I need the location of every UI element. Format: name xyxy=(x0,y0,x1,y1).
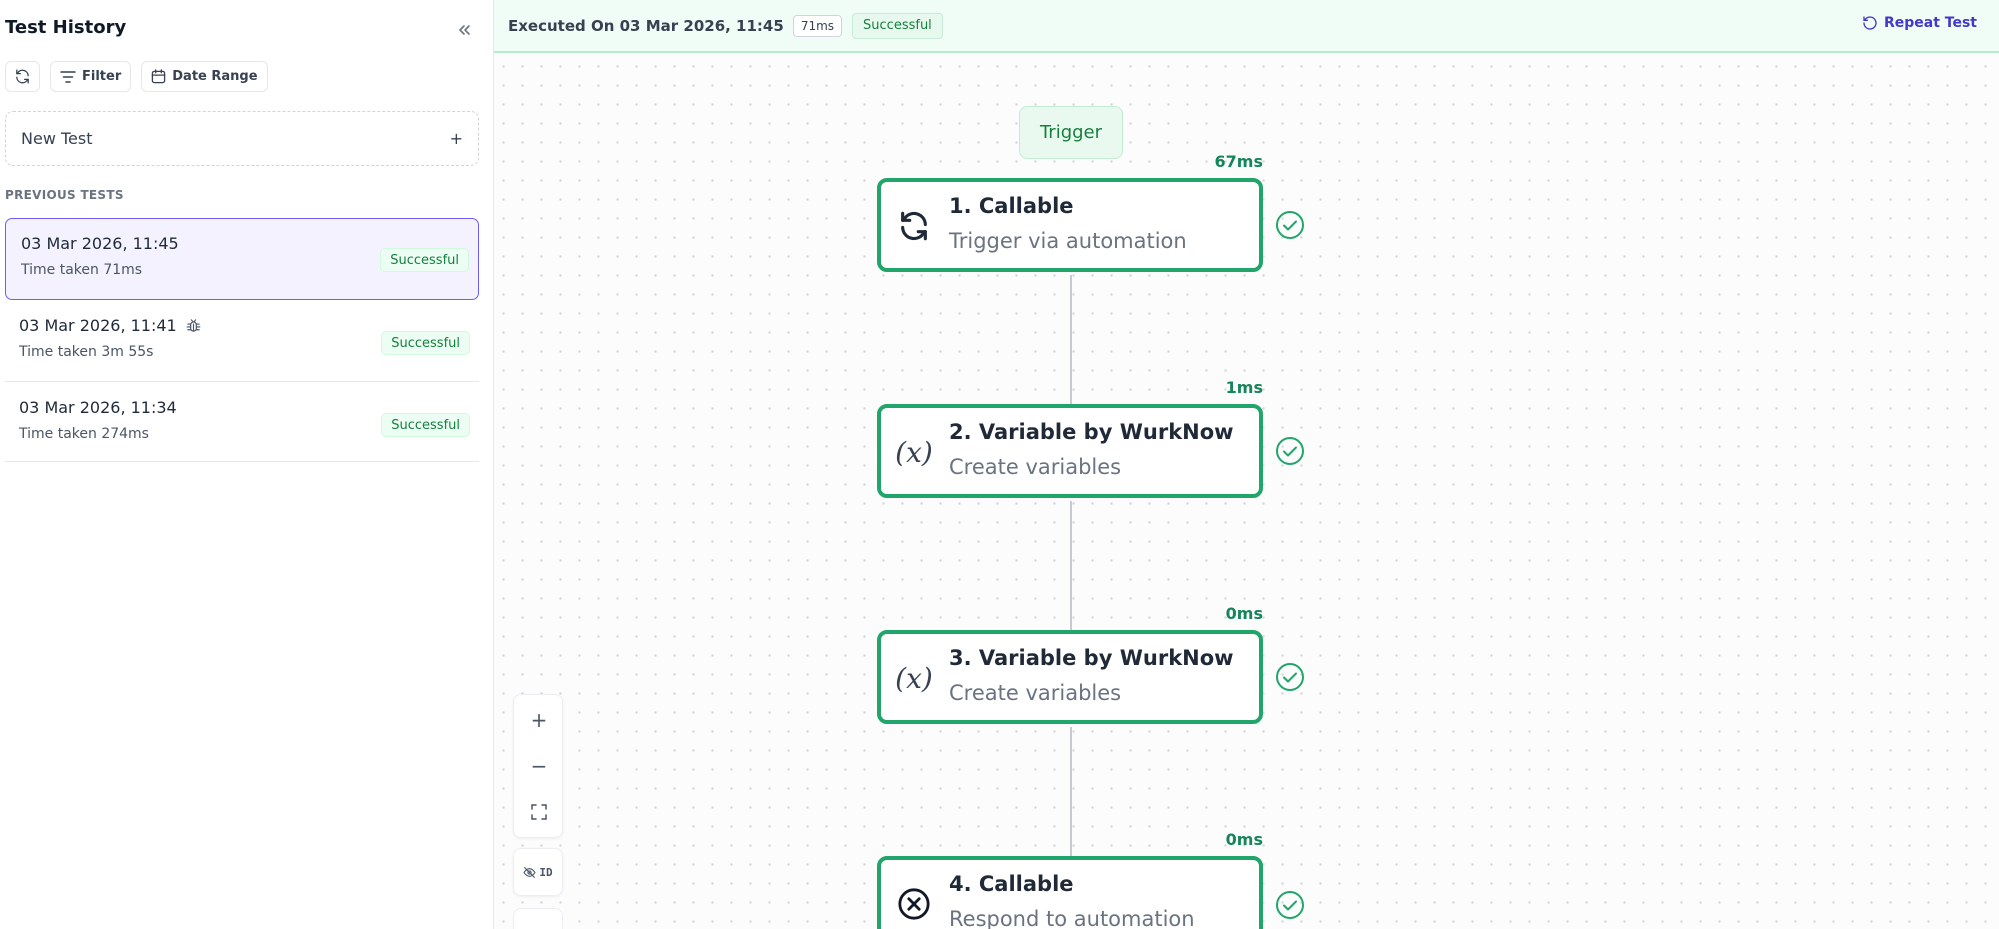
node-duration: 0ms xyxy=(1225,830,1263,849)
test-date-text: 03 Mar 2026, 11:45 xyxy=(21,234,179,253)
zoom-out-button[interactable]: − xyxy=(530,754,548,778)
canvas-extra-control[interactable] xyxy=(513,908,563,929)
test-date: 03 Mar 2026, 11:45 xyxy=(21,234,464,253)
close-circle-icon xyxy=(897,887,931,921)
fit-view-button[interactable] xyxy=(514,789,564,835)
workflow-node[interactable]: 1. Callable Trigger via automation xyxy=(877,178,1263,272)
refresh-icon xyxy=(897,209,931,243)
new-test-button[interactable]: New Test + xyxy=(5,111,479,166)
sidebar-toolbar: Filter Date Range xyxy=(5,61,268,92)
status-badge: Successful xyxy=(381,331,470,355)
eye-off-icon xyxy=(523,866,536,878)
filter-lines-icon xyxy=(60,70,76,83)
variable-icon: (x) xyxy=(895,661,933,695)
repeat-test-button[interactable]: Repeat Test xyxy=(1862,15,1977,31)
test-list-item[interactable]: 03 Mar 2026, 11:34 Time taken 274ms Succ… xyxy=(5,382,479,462)
trigger-node[interactable]: Trigger xyxy=(1019,106,1123,159)
test-history-sidebar: Test History Filter Date Range New Test … xyxy=(0,0,494,929)
status-badge: Successful xyxy=(381,413,470,437)
zoom-in-button[interactable]: + xyxy=(530,708,548,732)
test-time-taken: Time taken 3m 55s xyxy=(19,344,154,360)
node-subtitle: Create variables xyxy=(949,681,1122,705)
sidebar-title: Test History xyxy=(5,17,127,38)
test-date-text: 03 Mar 2026, 11:34 xyxy=(19,398,177,417)
workflow-node[interactable]: 4. Callable Respond to automation xyxy=(877,856,1263,929)
date-range-button[interactable]: Date Range xyxy=(141,61,268,92)
previous-tests-heading: PREVIOUS TESTS xyxy=(5,188,124,202)
node-connector xyxy=(1070,501,1072,631)
node-title: 2. Variable by WurkNow xyxy=(949,420,1234,444)
repeat-test-label: Repeat Test xyxy=(1883,15,1977,31)
check-circle-icon xyxy=(1274,209,1306,241)
test-date: 03 Mar 2026, 11:34 xyxy=(19,398,465,417)
fullscreen-icon xyxy=(531,804,547,820)
check-circle-icon xyxy=(1274,435,1306,467)
bug-icon xyxy=(186,319,201,332)
rotate-ccw-icon xyxy=(1863,16,1877,30)
refresh-button[interactable] xyxy=(5,61,40,92)
workflow-node[interactable]: (x) 2. Variable by WurkNow Create variab… xyxy=(877,404,1263,498)
node-connector xyxy=(1070,275,1072,405)
executed-on-label: Executed On 03 Mar 2026, 11:45 xyxy=(508,16,784,35)
test-date: 03 Mar 2026, 11:41 xyxy=(19,316,465,335)
test-date-text: 03 Mar 2026, 11:41 xyxy=(19,316,177,335)
filter-button[interactable]: Filter xyxy=(50,61,132,92)
check-circle-icon xyxy=(1274,889,1306,921)
test-time-taken: Time taken 71ms xyxy=(21,262,143,278)
collapse-sidebar-button[interactable] xyxy=(452,18,476,42)
filter-label: Filter xyxy=(82,69,122,84)
node-duration: 67ms xyxy=(1214,152,1263,171)
chevrons-left-icon xyxy=(459,25,470,35)
node-subtitle: Trigger via automation xyxy=(949,229,1187,253)
status-badge: Successful xyxy=(380,248,469,272)
new-test-label: New Test xyxy=(21,129,93,148)
workflow-canvas[interactable]: Executed On 03 Mar 2026, 11:45 71ms Succ… xyxy=(494,0,1999,929)
status-badge: Successful xyxy=(852,12,943,39)
node-subtitle: Create variables xyxy=(949,455,1122,479)
execution-header: Executed On 03 Mar 2026, 11:45 71ms Succ… xyxy=(494,0,1999,53)
node-subtitle: Respond to automation xyxy=(949,907,1195,929)
calendar-icon xyxy=(152,69,166,84)
plus-icon: + xyxy=(449,129,463,148)
node-duration: 0ms xyxy=(1225,604,1263,623)
test-list-item[interactable]: 03 Mar 2026, 11:45 Time taken 71ms Succe… xyxy=(5,218,479,300)
node-title: 3. Variable by WurkNow xyxy=(949,646,1234,670)
id-toggle-label: ID xyxy=(539,865,553,879)
canvas-zoom-controls: + − xyxy=(513,694,563,838)
variable-icon: (x) xyxy=(895,435,933,469)
duration-chip: 71ms xyxy=(792,14,843,37)
node-title: 1. Callable xyxy=(949,194,1074,218)
node-title: 4. Callable xyxy=(949,872,1074,896)
date-range-label: Date Range xyxy=(172,69,258,84)
check-circle-icon xyxy=(1274,661,1306,693)
node-duration: 1ms xyxy=(1225,378,1263,397)
test-list: 03 Mar 2026, 11:45 Time taken 71ms Succe… xyxy=(5,218,479,462)
toggle-id-button[interactable]: ID xyxy=(513,848,563,896)
workflow-node[interactable]: (x) 3. Variable by WurkNow Create variab… xyxy=(877,630,1263,724)
test-list-item[interactable]: 03 Mar 2026, 11:41 Time taken 3m 55s Suc… xyxy=(5,300,479,382)
refresh-icon xyxy=(16,69,29,84)
test-time-taken: Time taken 274ms xyxy=(19,426,149,442)
node-connector xyxy=(1070,727,1072,857)
